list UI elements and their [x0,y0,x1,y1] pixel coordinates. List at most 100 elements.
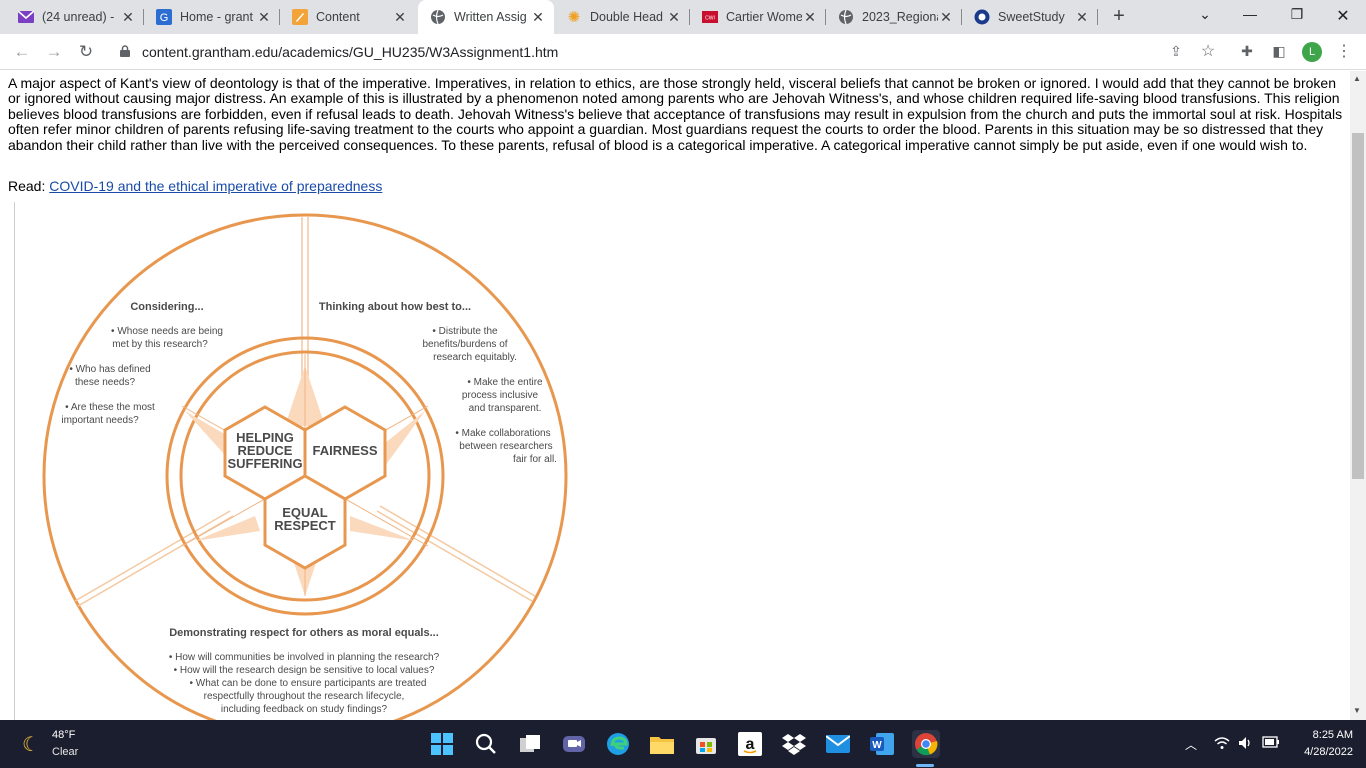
search-icon[interactable] [472,730,500,758]
close-tab-icon[interactable]: ✕ [532,8,544,25]
tab-title: Cartier Wome [726,10,802,24]
read-line: Read: COVID-19 and the ethical imperativ… [8,178,382,194]
cw-icon: CWI [702,9,718,25]
hex-helping-line2: REDUCE [238,443,293,458]
weather-desc[interactable]: Clear [52,746,79,758]
teams-chat-icon[interactable] [560,730,588,758]
demonstrating-item-5: including feedback on study findings? [221,704,388,715]
side-panel-icon[interactable]: ◧ [1272,42,1286,59]
close-tab-icon[interactable]: ✕ [394,8,406,25]
volume-icon[interactable] [1238,736,1254,753]
back-button[interactable]: ← [13,42,31,61]
tab-sweetstudy[interactable]: SweetStudy ✕ [962,0,1098,34]
word-icon[interactable]: W [868,730,896,758]
hex-helping-line3: SUFFERING [227,456,302,471]
wifi-icon[interactable] [1214,736,1230,753]
tab-double-head[interactable]: ✺ Double Head ✕ [554,0,690,34]
hex-equal-line2: RESPECT [274,518,335,533]
tab-title: Double Head [590,10,663,24]
thinking-item-2-line1: • Make the entire [467,377,543,388]
mail-app-icon[interactable] [824,730,852,758]
tab-title: SweetStudy [998,10,1065,24]
tab-title: (24 unread) - [42,10,115,24]
body-paragraph: A major aspect of Kant's view of deontol… [8,75,1343,153]
thinking-title: Thinking about how best to... [319,301,471,313]
page-content: A major aspect of Kant's view of deontol… [0,71,1350,720]
hex-equal [263,474,347,570]
globe-icon [430,9,446,25]
new-tab-button[interactable]: + [1113,5,1125,27]
demonstrating-item-2: • How will the research design be sensit… [174,665,435,676]
tab-home-grantham[interactable]: G Home - grant ✕ [144,0,280,34]
scroll-thumb[interactable] [1352,133,1364,479]
bookmark-star-icon[interactable]: ☆ [1200,43,1216,60]
demonstrating-item-1: • How will communities be involved in pl… [169,652,440,663]
considering-title: Considering... [130,301,203,313]
reload-button[interactable]: ↻ [78,42,94,61]
divider-spokes [74,216,536,607]
considering-item-2-line2: these needs? [75,377,135,388]
windows-start-icon[interactable] [428,730,456,758]
thinking-item-1-line1: • Distribute the [432,326,498,337]
sun-icon: ✺ [567,9,581,26]
tab-title: 2023_Regiona [862,10,938,24]
address-bar[interactable]: content.grantham.edu/academics/GU_HU235/… [142,44,559,60]
file-explorer-icon[interactable] [648,730,676,758]
close-tab-icon[interactable]: ✕ [258,8,270,25]
battery-icon[interactable] [1262,736,1280,751]
close-tab-icon[interactable]: ✕ [804,8,816,25]
amazon-icon[interactable]: a [736,730,764,758]
tab-mail[interactable]: (24 unread) - ✕ [6,0,144,34]
tab-written-assignment[interactable]: Written Assig ✕ [418,0,554,34]
avatar[interactable]: L [1302,42,1322,62]
dropbox-icon[interactable] [780,730,808,758]
share-icon[interactable]: ⇪ [1170,42,1182,59]
inner-ring [179,350,431,602]
weather-temp[interactable]: 48°F [52,729,76,741]
svg-text:a: a [746,736,755,753]
hex-equal-line1: EQUAL [282,505,328,520]
browser-toolbar: ← → ↻ [0,34,1366,70]
tab-cartier[interactable]: CWI Cartier Wome ✕ [690,0,826,34]
scroll-up-arrow-icon[interactable]: ▲ [1353,74,1361,83]
hex-helping-line1: HELPING [236,430,294,445]
close-tab-icon[interactable]: ✕ [122,8,134,25]
restore-button[interactable]: ❐ [1290,6,1304,22]
thinking-item-2-line2: process inclusive [462,390,539,401]
scroll-down-arrow-icon[interactable]: ▼ [1353,706,1361,715]
forward-button[interactable]: → [45,42,63,61]
chevron-up-icon[interactable]: ︿ [1185,738,1198,752]
tab-content[interactable]: Content ✕ [280,0,416,34]
minimize-button[interactable]: — [1243,6,1257,22]
considering-item-1-line2: met by this research? [112,339,208,350]
considering-item-1-line1: • Whose needs are being [111,326,223,337]
chrome-icon[interactable] [912,730,940,758]
read-link[interactable]: COVID-19 and the ethical imperative of p… [49,178,383,194]
tab-title: Content [316,10,360,24]
moon-icon[interactable]: ☾ [22,734,40,756]
sweetstudy-icon [974,9,990,25]
thinking-item-3-line2: between researchers [459,441,552,452]
extensions-icon[interactable]: ✚ [1241,42,1253,59]
close-tab-icon[interactable]: ✕ [1076,8,1088,25]
thinking-item-3-line1: • Make collaborations [455,428,550,439]
close-tab-icon[interactable]: ✕ [668,8,680,25]
tab-search-icon[interactable]: ⌄ [1199,6,1211,22]
content-icon [292,9,308,25]
lock-icon[interactable] [120,45,130,57]
tab-2023-regional[interactable]: 2023_Regiona ✕ [826,0,962,34]
store-icon[interactable] [692,730,720,758]
taskbar: ☾ 48°F Clear a W ︿ 8:25 [0,720,1366,768]
edge-icon[interactable] [604,730,632,758]
clock-date[interactable]: 4/28/2022 [1304,746,1353,758]
demonstrating-item-4: respectfully throughout the research lif… [204,691,405,702]
hexagons [223,405,387,570]
close-window-button[interactable]: ✕ [1336,8,1350,25]
demonstrating-title: Demonstrating respect for others as mora… [169,627,439,639]
task-view-icon[interactable] [516,730,544,758]
close-tab-icon[interactable]: ✕ [940,8,952,25]
svg-text:W: W [872,740,882,751]
clock-time[interactable]: 8:25 AM [1312,729,1353,741]
menu-kebab-icon[interactable]: ⋮ [1336,43,1352,60]
thinking-item-1-line3: research equitably. [433,352,517,363]
